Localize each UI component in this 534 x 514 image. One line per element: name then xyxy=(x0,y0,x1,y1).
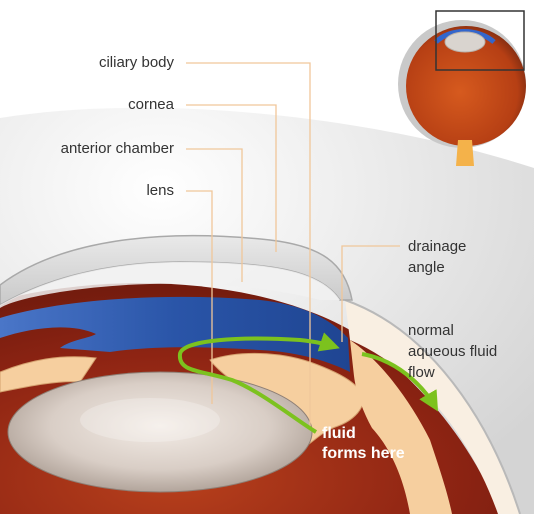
fluid-forms-label-line1: fluid xyxy=(322,424,356,443)
cornea-label: cornea xyxy=(128,96,174,114)
anterior-chamber-label: anterior chamber xyxy=(61,140,174,158)
fluid-forms-label-line2: forms here xyxy=(322,444,405,463)
ciliary-body-label: ciliary body xyxy=(99,54,174,72)
drainage-angle-label-line1: drainage xyxy=(408,238,466,256)
flow-label-line1: normal xyxy=(408,322,454,340)
drainage-angle-label-line2: angle xyxy=(408,259,445,277)
lens-label: lens xyxy=(146,182,174,200)
flow-label-line2: aqueous fluid xyxy=(408,343,497,361)
flow-label-line3: flow xyxy=(408,364,435,382)
